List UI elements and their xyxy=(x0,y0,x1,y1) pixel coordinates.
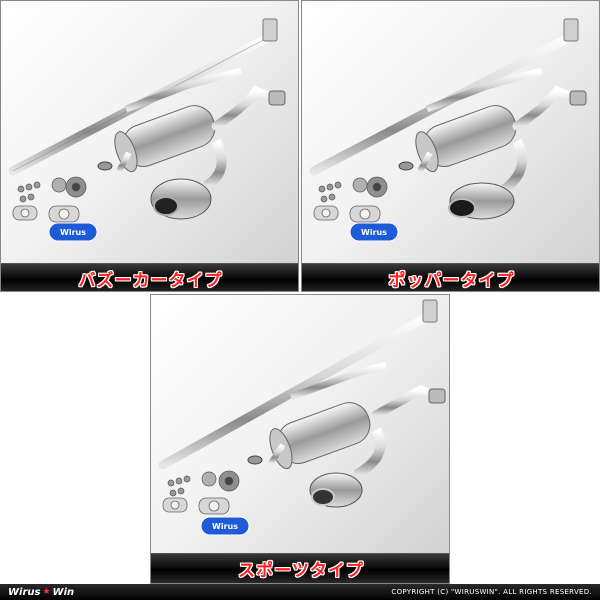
copyright-text: COPYRIGHT (C) "WIRUSWIN". ALL RIGHTS RES… xyxy=(391,588,592,596)
product-label-bar: バズーカータイプ xyxy=(1,263,298,291)
footer-bar: Wirus ★ Win COPYRIGHT (C) "WIRUSWIN". AL… xyxy=(0,584,600,600)
product-panel-sports: Wirus スポーツタイプ xyxy=(150,294,450,584)
brand-star-icon: ★ xyxy=(42,587,51,597)
exhaust-system-image: Wirus xyxy=(8,18,286,242)
product-label-bar: スポーツタイプ xyxy=(151,553,449,583)
brand-logo-left: Wirus xyxy=(8,586,41,598)
svg-text:Wirus: Wirus xyxy=(361,228,387,237)
exhaust-system-image: Wirus xyxy=(309,18,587,242)
svg-text:Wirus: Wirus xyxy=(212,522,238,531)
product-label: スポーツタイプ xyxy=(238,561,364,581)
product-panel-bazooka: Wirus バズーカータイプ xyxy=(0,0,299,292)
brand-logo-right: Win xyxy=(52,586,75,598)
wiruswin-badge-icon: Wirus xyxy=(349,222,399,242)
product-label-bar: ポッパータイプ xyxy=(302,263,599,291)
product-panel-popper: Wirus ポッパータイプ xyxy=(301,0,600,292)
exhaust-system-image: Wirus xyxy=(158,299,446,536)
product-label: ポッパータイプ xyxy=(388,271,515,291)
wiruswin-badge-icon: Wirus xyxy=(48,222,98,242)
product-label: バズーカータイプ xyxy=(78,271,223,291)
wiruswin-badge-icon: Wirus xyxy=(200,516,250,536)
brand-logo: Wirus ★ Win xyxy=(8,587,74,598)
svg-text:Wirus: Wirus xyxy=(60,228,86,237)
